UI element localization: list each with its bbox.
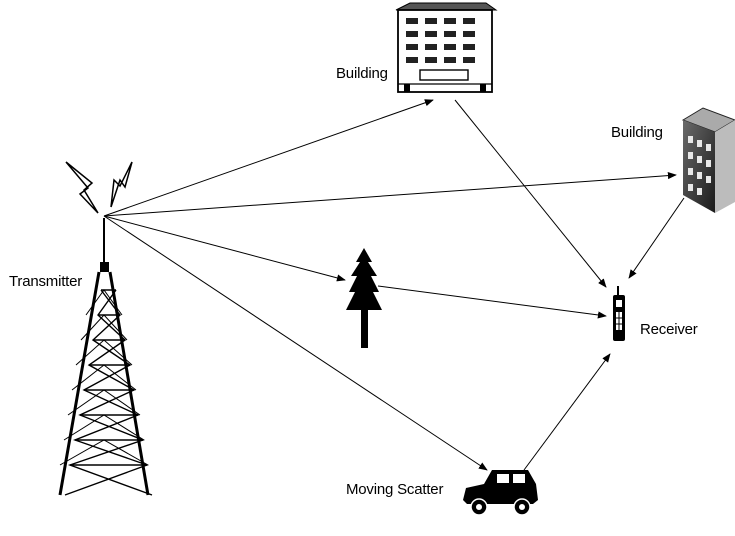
ray-car-rx (523, 353, 611, 471)
ray-tree-rx (377, 285, 607, 319)
transmitter-tower-icon (58, 218, 153, 496)
building-right-label: Building (611, 124, 663, 141)
ray-tx-building-top (103, 99, 434, 217)
car-icon (463, 470, 538, 516)
building-top-label: Building (336, 65, 388, 82)
signal-paths (103, 99, 685, 471)
lightning-bolt-icon (65, 161, 133, 214)
ray-tx-car (103, 215, 488, 471)
tall-building-icon (681, 107, 735, 213)
transmitter-label: Transmitter (9, 273, 82, 290)
ray-building-top-rx (454, 99, 607, 288)
receiver-label: Receiver (640, 321, 698, 338)
moving-scatter-label: Moving Scatter (346, 481, 443, 498)
ray-tx-tree (103, 215, 346, 282)
pine-tree-icon (346, 248, 382, 348)
mobile-phone-icon (613, 286, 625, 341)
ray-tx-building-right (103, 171, 677, 217)
office-building-icon (395, 2, 498, 93)
ray-building-right-rx (628, 197, 685, 279)
